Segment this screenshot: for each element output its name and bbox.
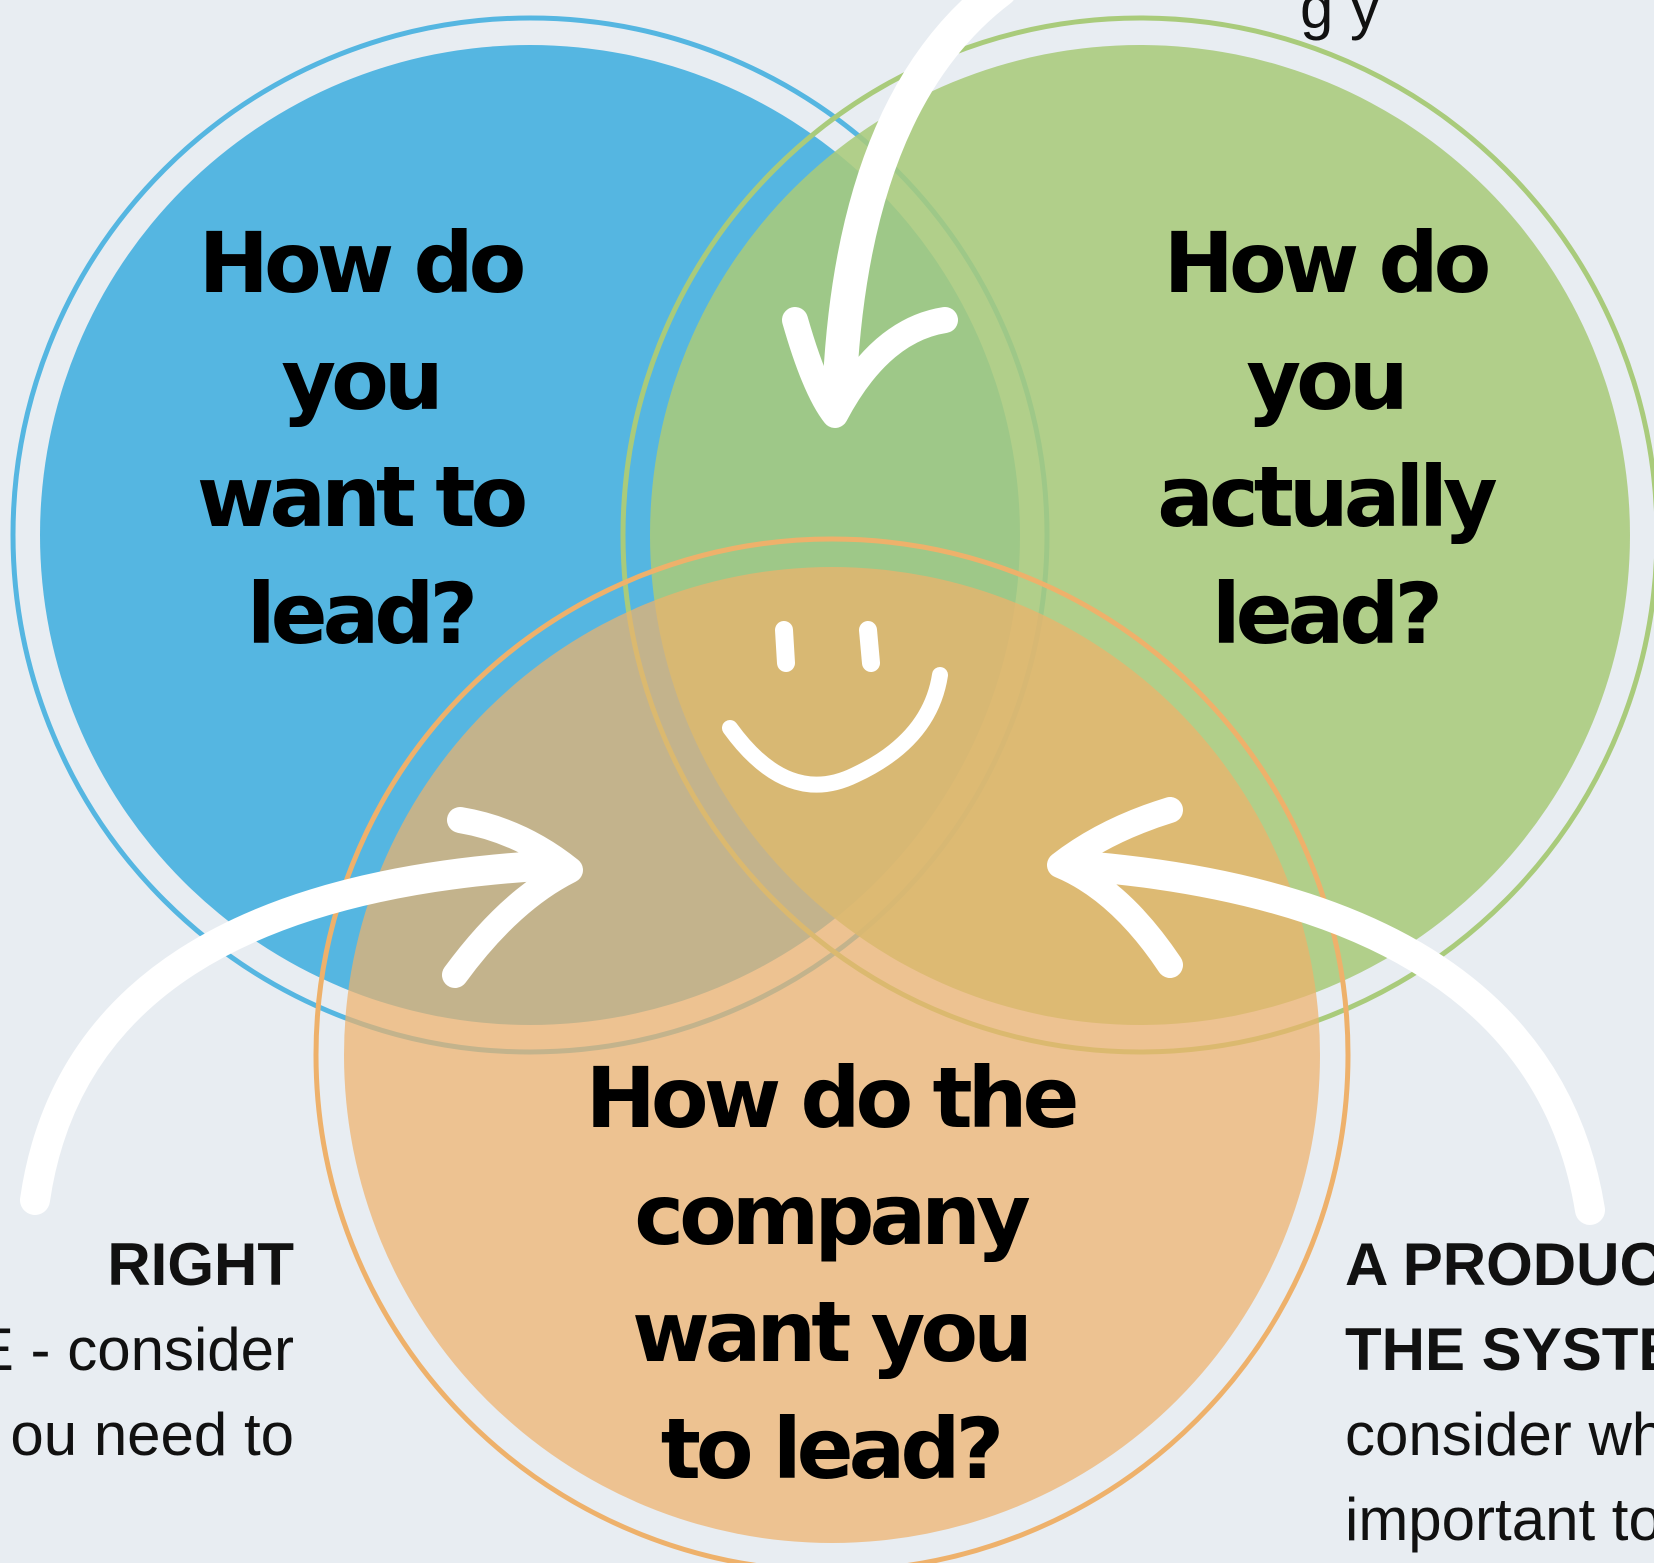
orange-circle-title: How do the company want you to lead? [585, 1049, 1080, 1498]
left-caption: RIGHT E - consider ou need to [0, 1222, 294, 1477]
right-caption-line-3: consider wh [1345, 1401, 1654, 1468]
green-circle-title: How do you actually lead? [1157, 214, 1497, 663]
top-text-fragment: g y [1300, 0, 1380, 41]
smiley-face-icon [722, 621, 948, 793]
orange-circle [344, 567, 1320, 1543]
left-caption-line-1: RIGHT [107, 1231, 294, 1298]
right-caption-line-2: THE SYSTE [1345, 1316, 1654, 1383]
left-caption-line-3: ou need to [10, 1401, 294, 1468]
right-caption-line-1: A PRODUC [1345, 1231, 1654, 1298]
left-caption-line-2: E - consider [0, 1316, 294, 1383]
right-arrow-icon [1047, 797, 1605, 1225]
top-arrow-icon [782, 0, 1014, 428]
right-caption-line-4: important to [1345, 1486, 1654, 1553]
orange-circle-outline [313, 536, 1351, 1563]
right-caption: A PRODUC THE SYSTE consider wh important… [1345, 1222, 1654, 1562]
left-arrow-icon [20, 807, 583, 1215]
blue-circle-title: How do you want to lead? [196, 214, 528, 663]
